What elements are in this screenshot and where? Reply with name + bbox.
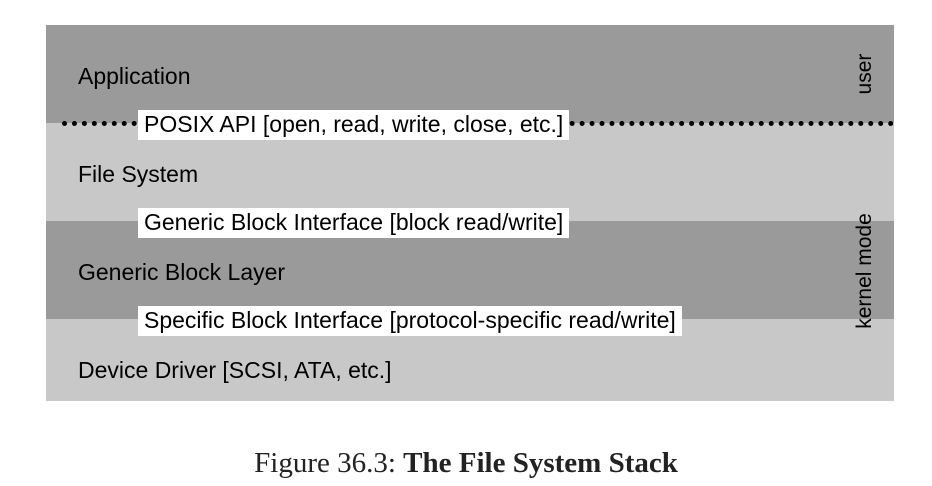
application-band: [46, 25, 894, 123]
figure-caption: Figure 36.3: The File System Stack: [0, 447, 932, 480]
user-side-label: user: [853, 53, 876, 95]
caption-prefix: Figure 36.3:: [254, 447, 396, 479]
device-driver-label: Device Driver [SCSI, ATA, etc.]: [78, 357, 392, 383]
posix-api-interface: POSIX API [open, read, write, close, etc…: [138, 110, 570, 140]
file-system-label: File System: [78, 161, 199, 187]
file-system-stack-diagram: Application File System Generic Block La…: [46, 25, 894, 401]
application-label: Application: [78, 63, 191, 89]
kernel-mode-side-label: kernel mode: [853, 213, 876, 329]
generic-block-layer-label: Generic Block Layer: [78, 259, 286, 285]
caption-title: The File System Stack: [403, 447, 678, 479]
specific-block-interface: Specific Block Interface [protocol-speci…: [138, 306, 682, 336]
generic-block-interface: Generic Block Interface [block read/writ…: [138, 208, 570, 238]
